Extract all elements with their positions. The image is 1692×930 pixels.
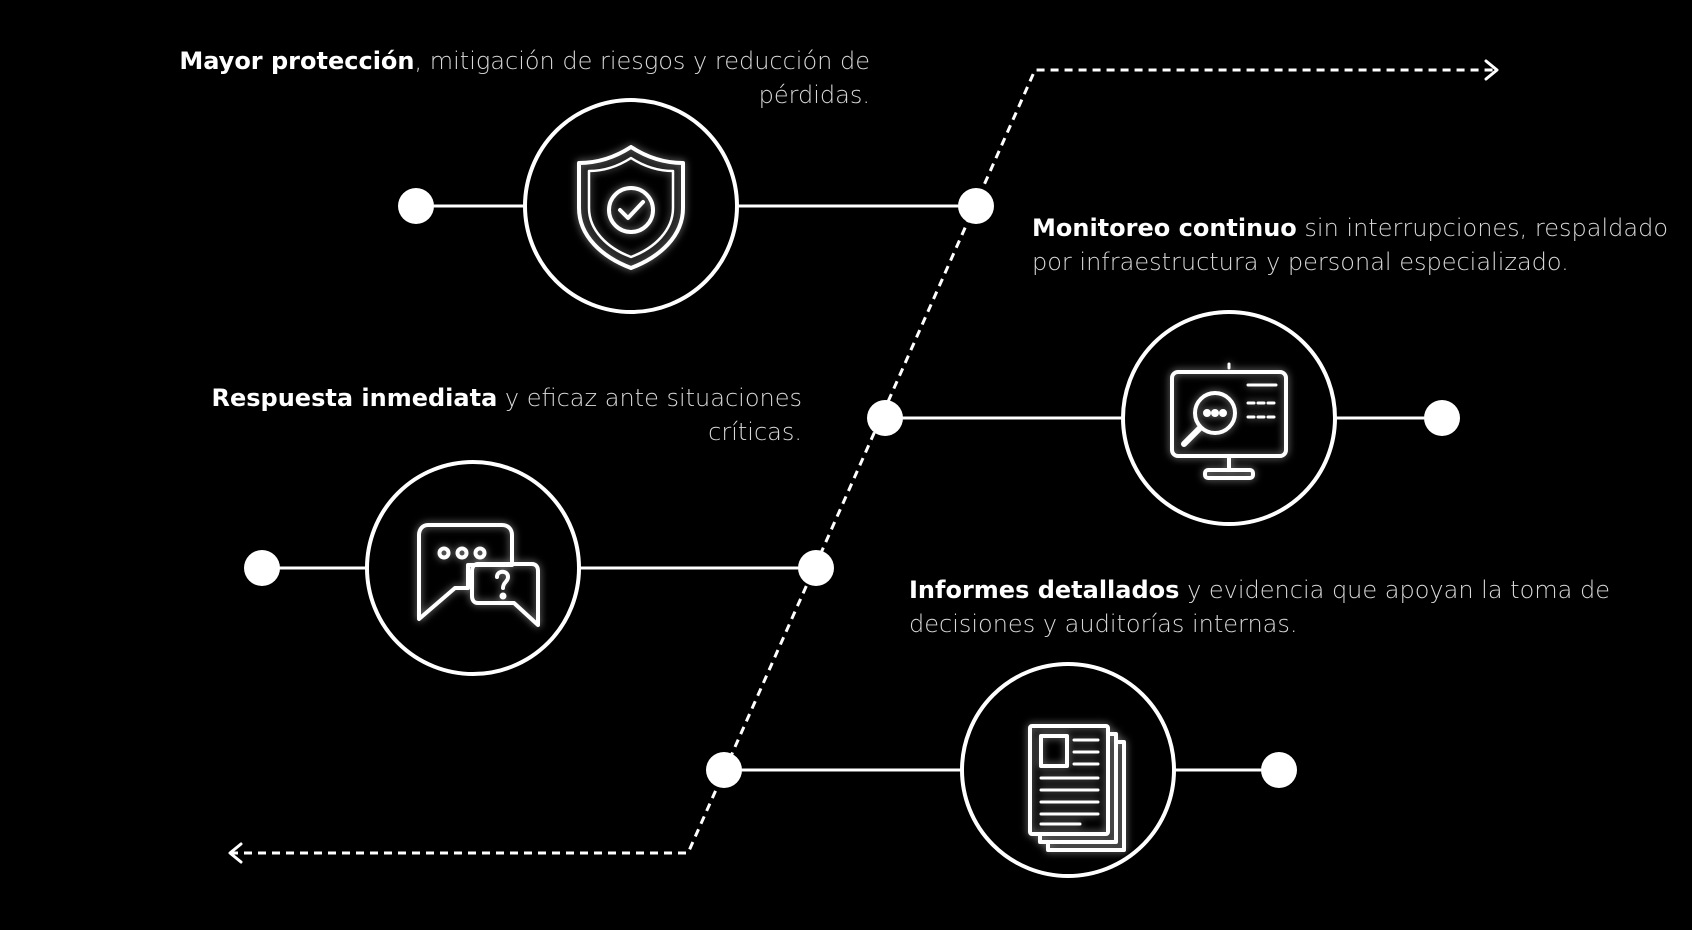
node-dot: [958, 188, 994, 224]
node-dot: [398, 188, 434, 224]
flow-arrowheads: [228, 59, 1499, 864]
caption-proteccion-text: , mitigación de riesgos y reducción de p…: [414, 47, 871, 109]
caption-informes-text: y evidencia que apoyan la toma de decisi…: [909, 576, 1610, 638]
caption-monitoreo-text: sin interrupciones, respaldado por infra…: [1032, 214, 1669, 276]
caption-monitoreo: Monitoreo continuo sin interrupciones, r…: [1032, 211, 1692, 279]
monitor-search-icon: [1170, 362, 1288, 480]
arrow-right-icon: [1484, 59, 1499, 81]
node-dot: [1261, 752, 1297, 788]
node-dot: [244, 550, 280, 586]
node-monitoreo: [867, 310, 1460, 526]
node-dot: [1424, 400, 1460, 436]
node-informes: [706, 662, 1297, 878]
icon-ring: [523, 98, 739, 314]
node-dot: [867, 400, 903, 436]
caption-informes-bold: Informes detallados: [909, 576, 1180, 604]
caption-informes: Informes detallados y evidencia que apoy…: [909, 573, 1669, 641]
node-proteccion: [398, 98, 994, 314]
caption-proteccion: Mayor protección, mitigación de riesgos …: [110, 44, 870, 112]
icon-ring: [1121, 310, 1337, 526]
caption-respuesta-text: y eficaz ante situaciones críticas.: [497, 384, 802, 446]
documents-report-icon: [1028, 724, 1126, 852]
node-dot: [706, 752, 742, 788]
shield-check-icon: [577, 145, 685, 270]
caption-respuesta: Respuesta inmediata y eficaz ante situac…: [140, 381, 803, 449]
caption-monitoreo-bold: Monitoreo continuo: [1032, 214, 1297, 242]
chat-question-icon: [417, 523, 540, 627]
arrow-left-icon: [228, 842, 243, 864]
icon-ring: [960, 662, 1176, 878]
caption-respuesta-bold: Respuesta inmediata: [211, 384, 498, 412]
flow-path: [230, 68, 1495, 855]
node-dot: [798, 550, 834, 586]
flow-path-line: [230, 68, 1495, 855]
node-respuesta: [244, 460, 834, 676]
caption-proteccion-bold: Mayor protección: [179, 47, 415, 75]
